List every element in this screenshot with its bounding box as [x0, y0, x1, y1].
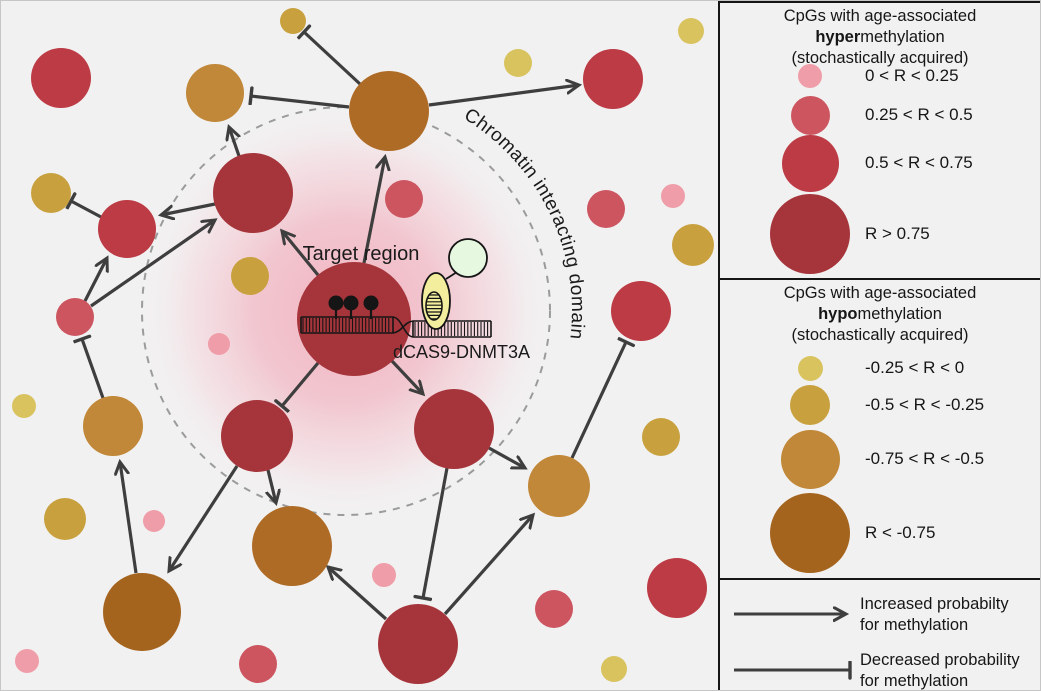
- hyper-title-line2: hypermethylation: [815, 28, 945, 46]
- hypo-title-line1: CpGs with age-associated: [783, 284, 977, 302]
- legend-hyper-title: CpGs with age-associated hypermethylatio…: [720, 6, 1040, 69]
- increase-arrow: [328, 567, 388, 621]
- cpg-circle-c31: [239, 645, 277, 683]
- cpg-circle-c20: [611, 281, 671, 341]
- increase-arrow: [169, 465, 239, 571]
- cpg-circle-c15: [208, 333, 230, 355]
- legend-range-label: -0.5 < R < -0.25: [865, 395, 985, 414]
- hyper-title-line1: CpGs with age-associated: [783, 7, 977, 25]
- legend-circle-swatch: [780, 429, 840, 489]
- cpg-circle-c26: [143, 510, 165, 532]
- dcas9-dnmt3a-label: dCAS9-DNMT3A: [393, 342, 530, 362]
- legend-range-label: 0.25 < R < 0.5: [865, 105, 973, 124]
- cpg-circle-c16: [385, 180, 423, 218]
- cpg-circle-c19: [672, 224, 714, 266]
- increase-arrow: [229, 127, 239, 157]
- methyl-lollipop-icon: [363, 295, 379, 311]
- legend-range-label: -0.75 < R < -0.5: [865, 449, 985, 468]
- legend-range-label: -0.25 < R < 0: [865, 358, 965, 377]
- cpg-circle-c35: [601, 656, 627, 682]
- legend-range-label: R > 0.75: [865, 224, 930, 243]
- decrease-tbar-label: Decreased probability for methylation: [860, 651, 1020, 690]
- increase-arrow: [362, 157, 385, 264]
- cpg-circle-c2: [280, 8, 306, 34]
- cpg-circle-c22: [221, 400, 293, 472]
- dnmt3a-circle-icon: [448, 238, 488, 278]
- decrease-tbar: [82, 339, 105, 399]
- legend-circle-swatch: [781, 134, 839, 192]
- hyper-title-line3: (stochastically acquired): [791, 49, 969, 67]
- chromatin-domain-dashed-circle: [141, 106, 551, 516]
- increase-arrow: [120, 462, 138, 574]
- cpg-circle-c34: [647, 558, 707, 618]
- decrease-tbar: [251, 96, 350, 109]
- increase-arrow: [488, 446, 525, 468]
- cpg-circle-target: [297, 262, 411, 376]
- cpg-circle-c11: [56, 298, 94, 336]
- legend-hypo-title: CpGs with age-associated hypomethylation…: [720, 283, 1040, 346]
- legend-circle-swatch: [770, 194, 850, 274]
- legend-circle-swatch: [790, 385, 830, 425]
- cpg-circle-c14: [231, 257, 269, 295]
- cpg-circle-c24: [528, 455, 590, 517]
- cpg-circle-c23: [414, 389, 494, 469]
- cpg-circle-c21: [642, 418, 680, 456]
- legend-circle-swatch: [797, 355, 823, 381]
- cpg-circle-c18: [661, 184, 685, 208]
- cpg-circle-c25: [44, 498, 86, 540]
- cpg-circle-c6: [583, 49, 643, 109]
- cpg-circle-c27: [252, 506, 332, 586]
- increase-arrow: [428, 85, 579, 107]
- cpg-circle-c10: [213, 153, 293, 233]
- cpg-circle-c13: [83, 396, 143, 456]
- methyl-lollipop-icon: [343, 295, 359, 311]
- cpg-circle-c30: [15, 649, 39, 673]
- cpg-circle-c4: [349, 71, 429, 151]
- hypo-title-line3: (stochastically acquired): [791, 326, 969, 344]
- hypo-title-line2: hypomethylation: [818, 305, 942, 323]
- cpg-circle-c3: [186, 64, 244, 122]
- increase-arrow: [443, 515, 533, 616]
- decrease-tbar: [71, 201, 102, 219]
- cpg-circle-c8: [31, 173, 71, 213]
- legend-circle-swatch: [790, 95, 830, 135]
- legend-hyper-panel: CpGs with age-associated hypermethylatio…: [720, 3, 1040, 278]
- target-region-label: Target region: [303, 243, 420, 265]
- methyl-lollipop-icon: [328, 295, 344, 311]
- increase-arrow: [90, 220, 215, 308]
- decrease-tbar: [304, 32, 362, 86]
- cpg-circle-c12: [12, 394, 36, 418]
- legend-circle-swatch: [770, 493, 850, 573]
- increase-arrow: [161, 202, 216, 215]
- increase-arrow: [282, 231, 320, 277]
- legend-hypo-panel: CpGs with age-associated hypomethylation…: [720, 278, 1040, 578]
- legend-range-label: R < -0.75: [865, 523, 936, 542]
- decrease-tbar: [570, 342, 626, 459]
- cpg-circle-c28: [372, 563, 396, 587]
- increase-arrow: [268, 469, 276, 503]
- cpg-circle-c32: [378, 604, 458, 684]
- increase-arrow: [390, 359, 423, 394]
- increase-arrow: [83, 258, 107, 302]
- cpg-circle-c7: [678, 18, 704, 44]
- cpg-circle-c33: [535, 590, 573, 628]
- dna-complex-graphic: [300, 238, 492, 338]
- cpg-circle-c29: [103, 573, 181, 651]
- legend-connectors-panel: Increased probabilty for methylation Dec…: [720, 578, 1040, 690]
- decrease-tbar: [282, 361, 320, 406]
- legend-column: CpGs with age-associated hypermethylatio…: [718, 1, 1040, 690]
- legend-connector-glyphs: [734, 580, 1040, 691]
- cpg-circle-c9: [98, 200, 156, 258]
- legend-range-label: 0.5 < R < 0.75: [865, 153, 973, 172]
- cpg-circle-c5: [504, 49, 532, 77]
- cpg-circle-c17: [587, 190, 625, 228]
- legend-circle-swatch: [798, 64, 822, 88]
- increase-arrow-label: Increased probabilty for methylation: [860, 595, 1009, 634]
- cpg-circle-c1: [31, 48, 91, 108]
- legend-range-label: 0 < R < 0.25: [865, 66, 959, 85]
- decrease-tbar: [423, 467, 449, 598]
